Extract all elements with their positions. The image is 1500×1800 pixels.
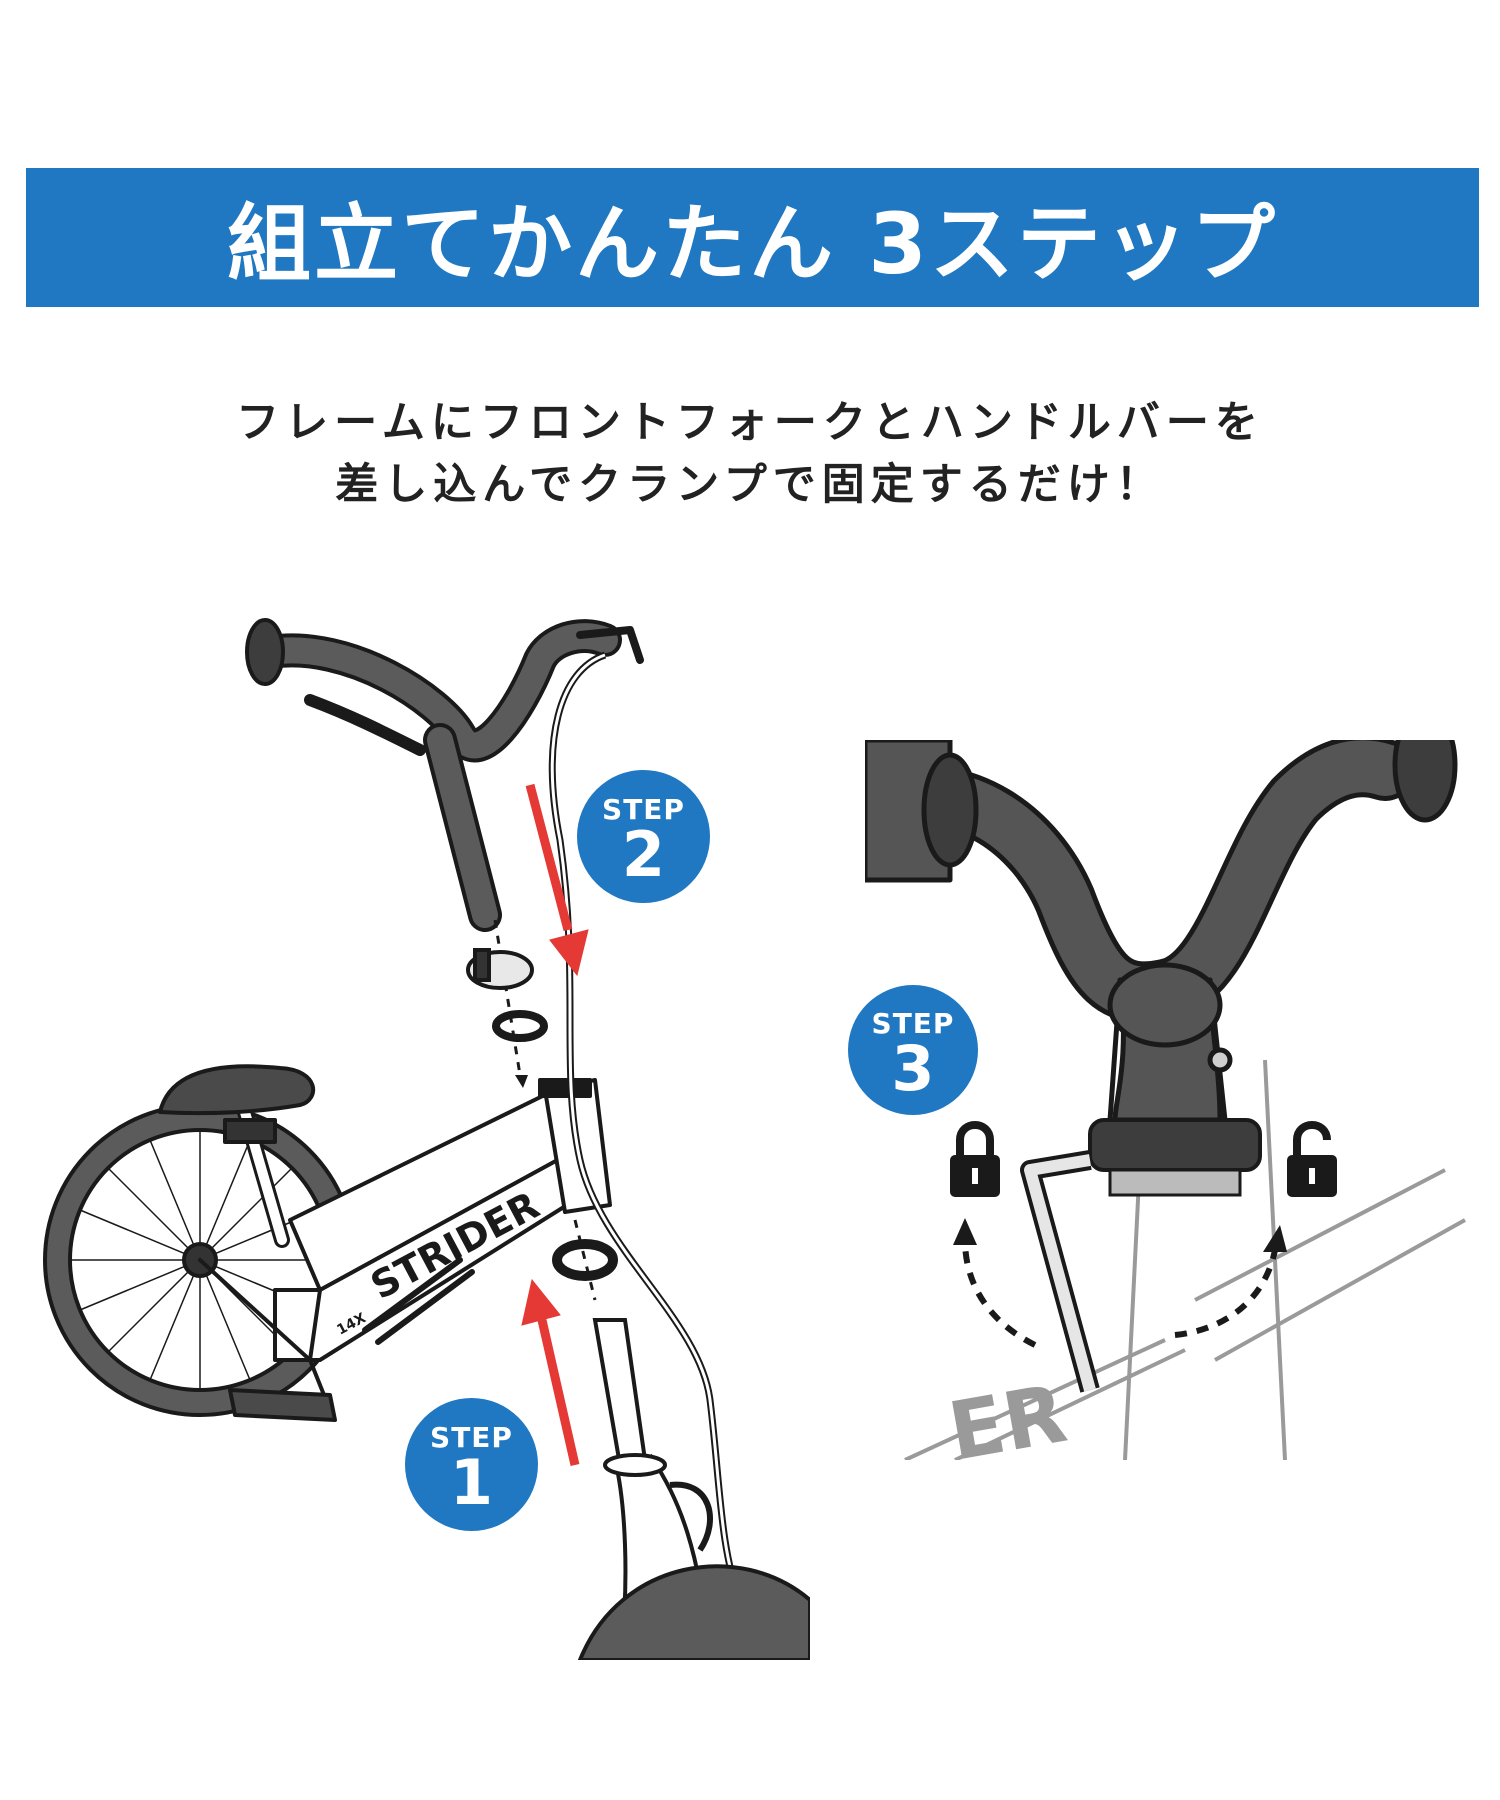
arrow-down-icon <box>515 1075 528 1088</box>
step-1-number: 1 <box>449 1446 494 1519</box>
rotation-arrows <box>962 1239 1278 1348</box>
step-3-badge: STEP 3 <box>848 985 978 1115</box>
bike-assembly-svg: STRIDER 14X <box>43 618 810 1660</box>
page-title: 組立てかんたん 3ステップ <box>227 195 1278 293</box>
step-2-badge: STEP 2 <box>577 770 710 903</box>
saddle <box>158 1064 316 1116</box>
hex-key-icon <box>1020 1150 1100 1393</box>
guide-line-upper <box>493 919 522 1076</box>
seat-clamp-ring <box>1088 1118 1262 1197</box>
handlebar <box>245 618 644 932</box>
head-tube-top <box>538 1078 592 1098</box>
footrest <box>228 1388 337 1422</box>
step-3-label: STEP <box>871 1007 955 1040</box>
lock-closed-icon <box>950 1121 1000 1197</box>
stem-clamp <box>1107 962 1223 1048</box>
right-grip <box>1392 740 1458 823</box>
front-brake <box>669 1481 713 1552</box>
step-1-badge: STEP 1 <box>405 1398 538 1531</box>
left-bar-grip <box>921 752 979 868</box>
description-line-1: フレームにフロントフォークとハンドルバーを <box>236 398 1264 448</box>
left-brake-lever <box>304 694 426 756</box>
front-fork <box>592 1318 712 1660</box>
front-tire <box>577 1564 810 1660</box>
upper-washer <box>492 1010 548 1042</box>
step-2-number: 2 <box>621 818 666 891</box>
arrow-up-icon-right <box>1263 1225 1287 1252</box>
arrow-up-icon <box>953 1218 977 1245</box>
frame-stripe-1 <box>362 1257 463 1333</box>
seat-clamp <box>223 1118 277 1144</box>
faded-frame: ER <box>904 1059 1466 1460</box>
upper-clamp <box>466 948 534 990</box>
guide-line-lower <box>573 1219 597 1301</box>
step-1-label: STEP <box>430 1421 513 1454</box>
svg-text:ER: ER <box>942 1367 1073 1460</box>
frame-stripe-2 <box>375 1269 475 1345</box>
clamp-detail-svg: ER <box>865 740 1466 1460</box>
title-banner: 組立てかんたん 3ステップ <box>26 168 1479 307</box>
bike-assembly-illustration: STRIDER 14X <box>20 600 810 1660</box>
red-arrow-down <box>525 783 589 977</box>
step-3-number: 3 <box>891 1032 935 1105</box>
clamp-detail-illustration: ER <box>865 740 1485 1460</box>
lower-bearing <box>552 1239 618 1281</box>
left-grip <box>245 618 285 686</box>
handlebar-detail <box>865 740 1458 1123</box>
lock-open-icon <box>1287 1121 1337 1197</box>
stem-bolt <box>1207 1047 1233 1073</box>
description-line-2: 差し込んでクランプで固定するだけ！ <box>335 460 1165 510</box>
step-2-label: STEP <box>602 793 685 826</box>
red-arrow-up <box>521 1278 580 1466</box>
right-brake-lever <box>576 626 644 664</box>
